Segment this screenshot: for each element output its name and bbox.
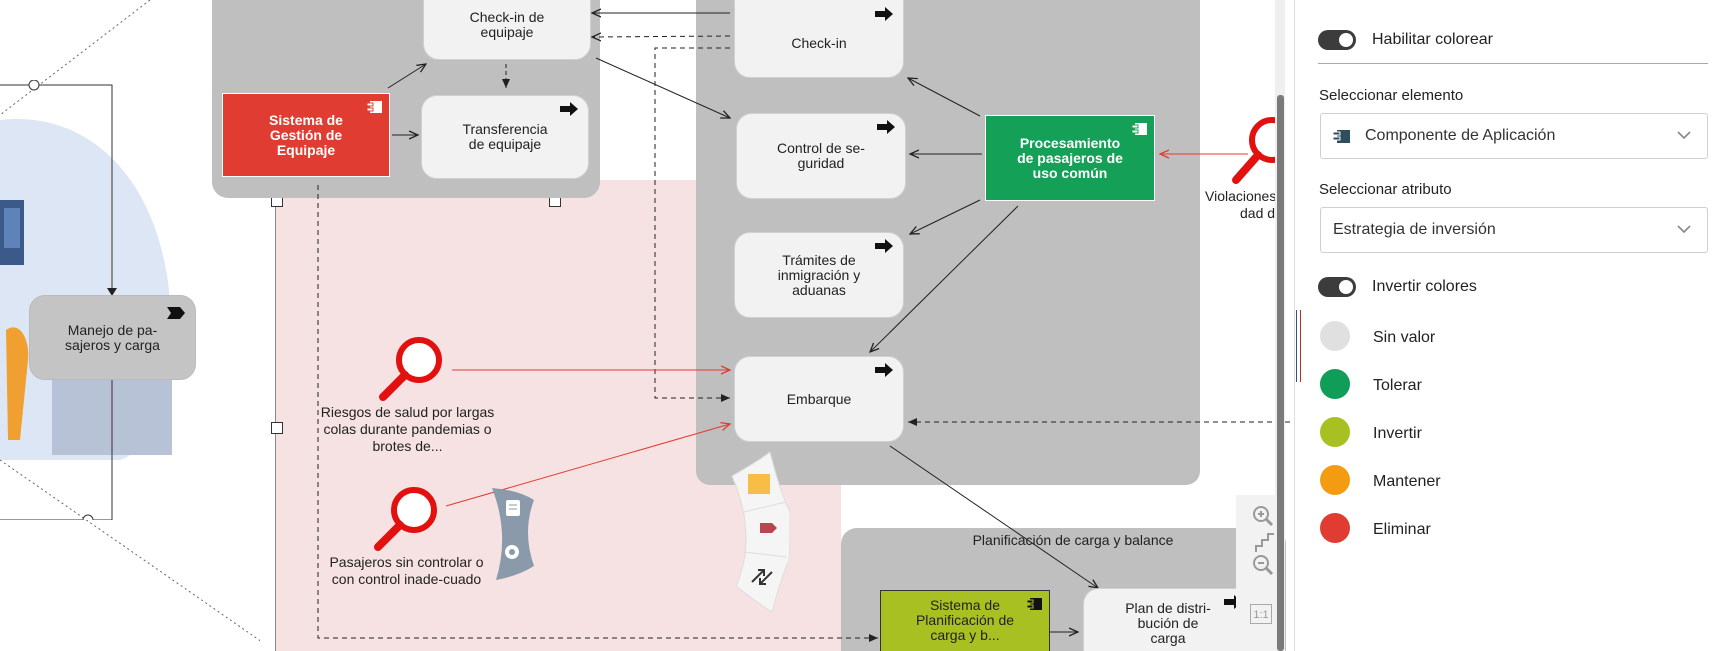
radial-context-menu[interactable] <box>730 452 790 612</box>
seleccionar-atributo-label: Seleccionar atributo <box>1319 181 1452 198</box>
component-icon <box>1027 598 1042 610</box>
legend-label-mantener: Mantener <box>1373 473 1441 490</box>
invertir-colores-label: Invertir colores <box>1372 278 1477 295</box>
chevron-down-icon <box>1677 131 1691 140</box>
magnifier-icon[interactable] <box>1222 112 1282 190</box>
arrow-right-icon <box>875 239 893 253</box>
panel-resize-grip[interactable] <box>1296 310 1301 382</box>
pasajeros-sin-control-label: Pasajeros sin controlar o con control in… <box>329 554 484 587</box>
zoom-reset-button[interactable]: 1:1 <box>1250 604 1272 624</box>
habilitar-colorear-toggle[interactable] <box>1318 30 1356 50</box>
legend-dot-tolerar <box>1320 369 1350 399</box>
procesamiento-pasajeros-component[interactable]: Procesamiento de pasajeros de uso común <box>985 115 1155 201</box>
seleccionar-elemento-label: Seleccionar elemento <box>1319 87 1464 104</box>
arrow-right-icon <box>877 120 895 134</box>
arrow-right-icon <box>560 102 578 116</box>
fit-icon[interactable] <box>1252 530 1278 556</box>
sistema-planificacion-component[interactable]: Sistema de Planificación de carga y b... <box>880 590 1050 651</box>
component-icon <box>1333 130 1350 143</box>
radial-tools-small[interactable] <box>488 484 538 582</box>
component-icon <box>1132 123 1147 135</box>
legend-label-tolerar: Tolerar <box>1373 377 1422 394</box>
tag-icon <box>167 307 185 319</box>
arrow-right-icon <box>875 7 893 21</box>
connectors <box>317 0 1290 642</box>
manejo-frame <box>0 80 117 520</box>
square-icon[interactable] <box>748 474 770 494</box>
arrow-right-icon <box>875 363 893 377</box>
tag-icon[interactable] <box>760 523 777 533</box>
zoom-out-icon[interactable] <box>1250 552 1276 578</box>
legend-dot-eliminar <box>1320 513 1350 543</box>
chevron-down-icon <box>1677 225 1691 234</box>
check-in-node[interactable]: Check-in <box>734 0 904 78</box>
select-value: Componente de Aplicación <box>1365 127 1556 144</box>
magnifier-icon[interactable] <box>373 333 445 405</box>
legend-label-eliminar: Eliminar <box>1373 521 1431 538</box>
manejo-pasajeros-carga-node[interactable]: Manejo de pa-sajeros y carga <box>29 295 196 380</box>
zoom-in-icon[interactable] <box>1250 503 1276 529</box>
magnifier-icon[interactable] <box>368 483 440 555</box>
scrollbar-thumb[interactable] <box>1277 95 1284 651</box>
relation-icon[interactable] <box>751 569 773 585</box>
legend-dot-invertir <box>1320 417 1350 447</box>
component-icon <box>367 101 382 113</box>
load-planning-group-title: Planificación de carga y balance <box>972 532 1174 548</box>
check-in-equipaje-node[interactable]: Check-in de equipaje <box>423 0 591 60</box>
gear-icon[interactable] <box>505 545 519 559</box>
tramites-inmigracion-node[interactable]: Trámites de inmigración y aduanas <box>734 232 904 318</box>
seleccionar-elemento-select[interactable]: Componente de Aplicación <box>1320 113 1708 159</box>
control-seguridad-node[interactable]: Control de se-guridad <box>736 113 906 199</box>
embarque-node[interactable]: Embarque <box>734 356 904 442</box>
book-icon[interactable] <box>506 500 520 516</box>
divider <box>1318 63 1708 64</box>
panel-divider <box>1294 0 1295 651</box>
select-value: Estrategia de inversión <box>1333 221 1496 238</box>
sistema-gestion-equipaje-component[interactable]: Sistema de Gestión de Equipaje <box>222 93 390 177</box>
resize-handle[interactable] <box>271 422 283 434</box>
legend-dot-mantener <box>1320 465 1350 495</box>
habilitar-colorear-label: Habilitar colorear <box>1372 31 1493 48</box>
legend-label-sin-valor: Sin valor <box>1373 329 1436 346</box>
riesgos-salud-label: Riesgos de salud por largas colas durant… <box>320 404 495 454</box>
transferencia-equipaje-node[interactable]: Transferencia de equipaje <box>421 95 589 179</box>
plan-distribucion-node[interactable]: Plan de distri-bución de carga <box>1083 588 1253 651</box>
coloring-panel <box>1309 0 1718 651</box>
legend-dot-sin-valor <box>1320 321 1350 351</box>
seleccionar-atributo-select[interactable]: Estrategia de inversión <box>1320 207 1708 253</box>
legend-label-invertir: Invertir <box>1373 425 1422 442</box>
invertir-colores-toggle[interactable] <box>1318 277 1356 297</box>
